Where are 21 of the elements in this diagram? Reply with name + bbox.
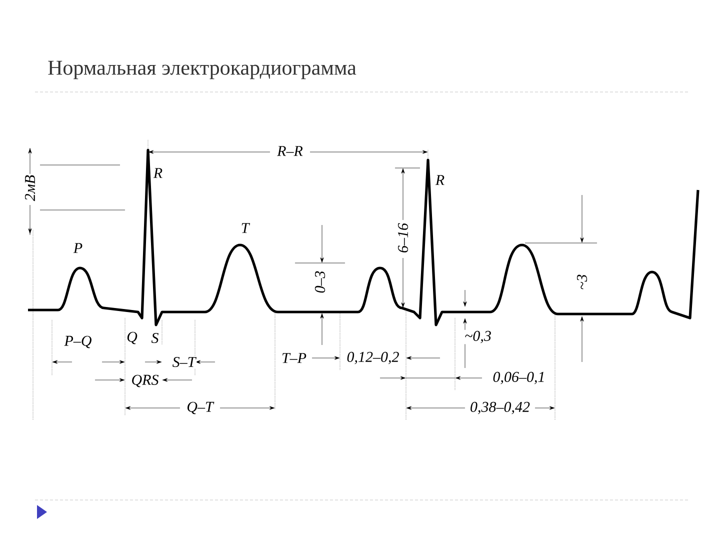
wave-label: Q	[126, 330, 138, 346]
dimension-label: 2мВ	[24, 174, 36, 202]
title: Нормальная электрокардиограмма	[48, 60, 356, 80]
dimension-label: 0,06–0,1	[492, 370, 546, 386]
wave-label: R	[434, 174, 446, 186]
dimension-label: Q–T	[186, 400, 214, 416]
wave-label: T	[240, 222, 250, 234]
dimension-label: ~0,3	[464, 330, 492, 344]
wave-label: R	[152, 167, 164, 179]
dimension-label: S–T	[171, 356, 197, 368]
dimension-label: ~3	[576, 273, 588, 291]
dimension-label: 6–16	[396, 222, 410, 254]
wave-label: S	[150, 332, 160, 344]
dimension-label: QRS	[130, 374, 160, 388]
dimension-label: 0,12–0,2	[346, 350, 400, 366]
wave-label: P	[72, 242, 84, 254]
dimension-label: P–Q	[63, 334, 93, 350]
dimension-label: R–R	[276, 145, 304, 157]
dimension-label: T–P	[280, 352, 308, 364]
dimension-label: 0–3	[314, 270, 326, 294]
dimension-label: 0,38–0,42	[469, 400, 531, 416]
